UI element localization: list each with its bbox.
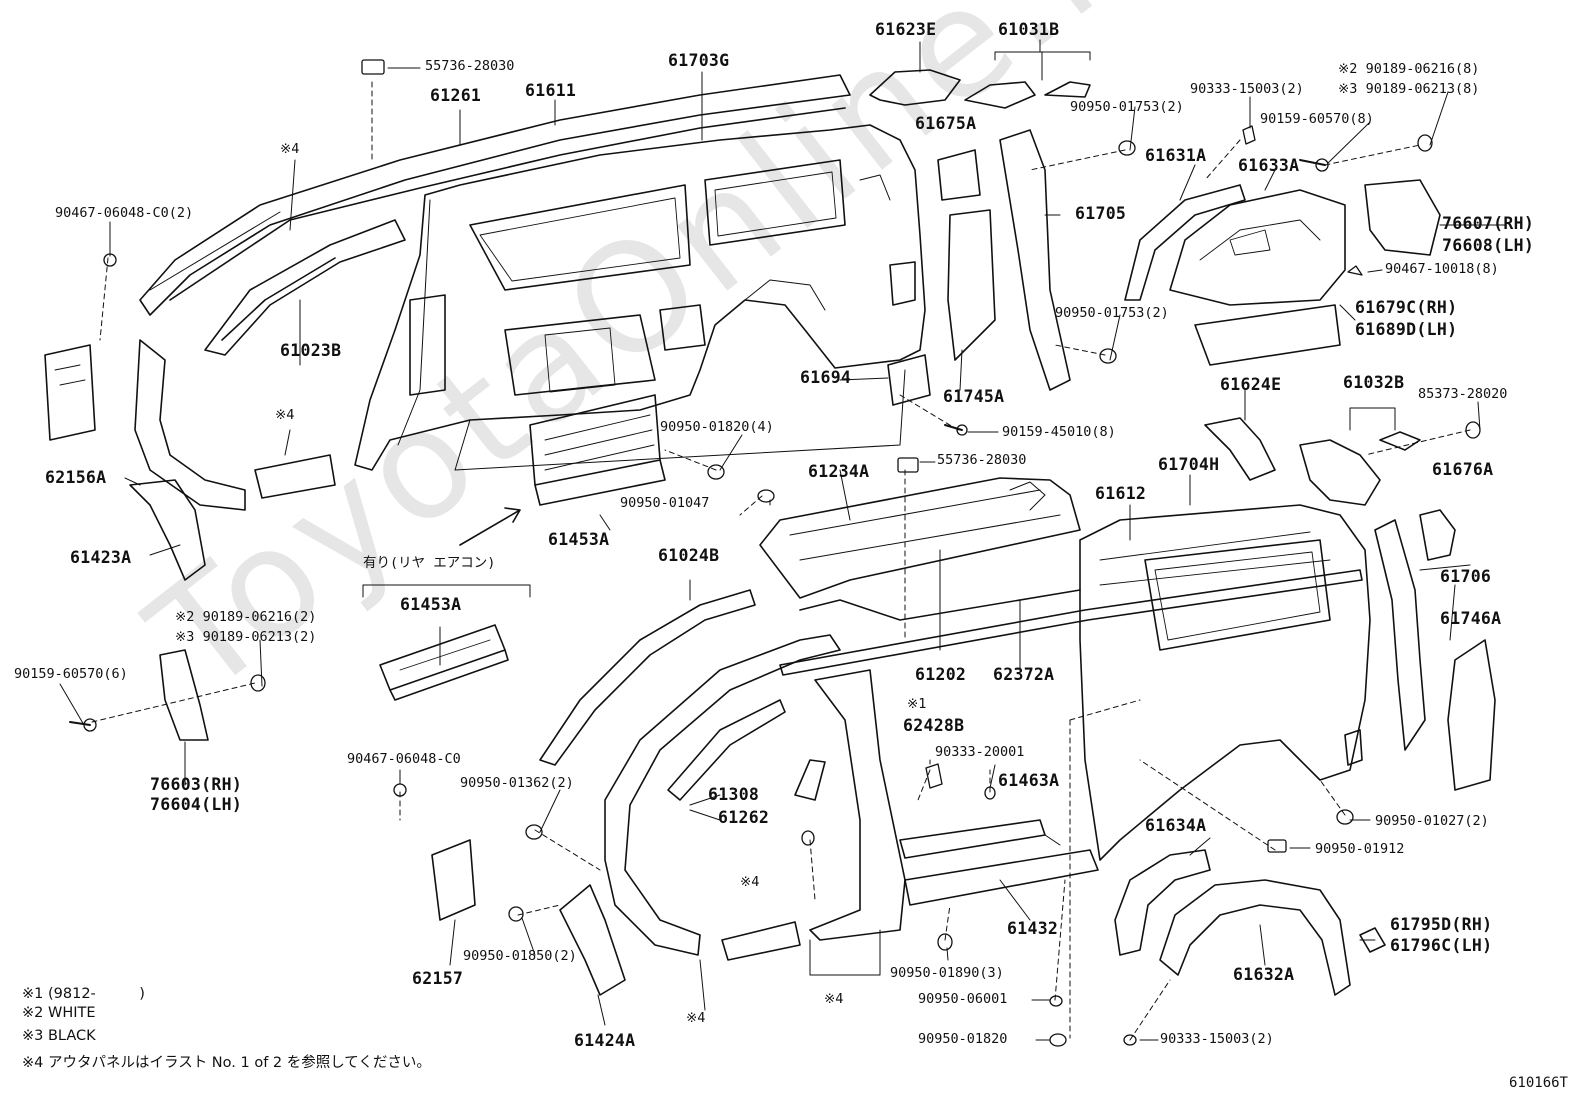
part-label-p90159_6570a: 90159-60570(8) — [1260, 111, 1374, 127]
part-label-p61023b: 61023B — [280, 341, 342, 360]
part-label-p61632a: 61632A — [1233, 965, 1295, 984]
part-label-p61623e: 61623E — [875, 20, 937, 39]
part-label-p76608: 76608(LH) — [1442, 236, 1535, 255]
part-label-p61746a: 61746A — [1440, 609, 1502, 628]
part-label-p90467a: 90467-06048-C0(2) — [55, 205, 194, 221]
aircon-label: 有り(リヤ エアコン) — [363, 555, 496, 571]
part-label-p61694: 61694 — [800, 368, 852, 387]
part-label-p61463a: 61463A — [998, 771, 1060, 790]
part-label-p85373: 85373-28020 — [1418, 386, 1508, 402]
part-label-p90333b: 90333-15003(2) — [1160, 1031, 1274, 1047]
part-label-p61234a: 61234A — [808, 462, 870, 481]
part-label-p55736b: 55736-28030 — [937, 452, 1027, 468]
part-label-star4c: ※4 — [740, 874, 760, 890]
part-label-p62428b: 62428B — [903, 716, 965, 735]
part-label-p55736a: 55736-28030 — [425, 58, 515, 74]
part-label-p90189d: ※3 90189-06213(2) — [175, 629, 317, 645]
part-label-star4b: ※4 — [275, 407, 295, 423]
part-label-p61031b: 61031B — [998, 20, 1060, 39]
part-label-p90189b: ※3 90189-06213(8) — [1338, 81, 1480, 97]
part-label-p61745a: 61745A — [943, 387, 1005, 406]
part-label-p61024b: 61024B — [658, 546, 720, 565]
part-label-p90950_1850: 90950-01850(2) — [463, 948, 577, 964]
part-label-star4e: ※4 — [686, 1010, 706, 1026]
part-label-p61262: 61262 — [718, 808, 770, 827]
part-label-star4d: ※4 — [824, 991, 844, 1007]
part-label-p61453a_2: 61453A — [400, 595, 462, 614]
part-label-p76603: 76603(RH) — [150, 775, 243, 794]
part-label-p61795d: 61795D(RH) — [1390, 915, 1493, 934]
part-label-p61703g: 61703G — [668, 51, 730, 70]
part-label-p61432: 61432 — [1007, 919, 1059, 938]
part-label-star4a: ※4 — [280, 141, 300, 157]
part-label-p61261: 61261 — [430, 86, 482, 105]
part-label-p76604: 76604(LH) — [150, 795, 243, 814]
part-label-p90950_1027: 90950-01027(2) — [1375, 813, 1489, 829]
part-label-p76607: 76607(RH) — [1442, 214, 1535, 233]
part-label-p61631a: 61631A — [1145, 146, 1207, 165]
part-label-p90950_1047: 90950-01047 — [620, 495, 710, 511]
part-label-p61032b: 61032B — [1343, 373, 1405, 392]
note-4: ※4 アウタパネルはイラスト No. 1 of 2 を参照してください。 — [22, 1055, 431, 1071]
part-label-p90333_20001: 90333-20001 — [935, 744, 1025, 760]
part-label-p90950_6001: 90950-06001 — [918, 991, 1008, 1007]
part-label-p61679c: 61679C(RH) — [1355, 298, 1458, 317]
part-label-p61423a: 61423A — [70, 548, 132, 567]
part-label-p61202: 61202 — [915, 665, 967, 684]
note-2: ※2 WHITE — [22, 1005, 96, 1021]
part-label-p90950_1912: 90950-01912 — [1315, 841, 1405, 857]
part-label-p90467_10018: 90467-10018(8) — [1385, 261, 1499, 277]
part-label-p61453a_1: 61453A — [548, 530, 610, 549]
part-label-p62156a: 62156A — [45, 468, 107, 487]
part-label-p61705: 61705 — [1075, 204, 1127, 223]
part-label-p90467b: 90467-06048-C0 — [347, 751, 461, 767]
part-label-p90950_1820b: 90950-01820 — [918, 1031, 1008, 1047]
part-label-p61611: 61611 — [525, 81, 577, 100]
part-label-p90159_45010: 90159-45010(8) — [1002, 424, 1116, 440]
part-label-p61633a: 61633A — [1238, 156, 1300, 175]
note-3: ※3 BLACK — [22, 1028, 96, 1044]
part-label-p90950_1820a: 90950-01820(4) — [660, 419, 774, 435]
part-label-p62372a: 62372A — [993, 665, 1055, 684]
part-label-p62157: 62157 — [412, 969, 464, 988]
part-label-p61308: 61308 — [708, 785, 760, 804]
part-label-p61675a: 61675A — [915, 114, 977, 133]
part-label-p90333a: 90333-15003(2) — [1190, 81, 1304, 97]
part-label-p61634a: 61634A — [1145, 816, 1207, 835]
part-label-p90950_1753a: 90950-01753(2) — [1070, 99, 1184, 115]
part-label-p61424a: 61424A — [574, 1031, 636, 1050]
part-label-p90950_1753b: 90950-01753(2) — [1055, 305, 1169, 321]
part-label-p61676a: 61676A — [1432, 460, 1494, 479]
part-label-p61704h: 61704H — [1158, 455, 1220, 474]
part-label-p90950_1890: 90950-01890(3) — [890, 965, 1004, 981]
diagram-code: 610166T — [1508, 1075, 1568, 1091]
part-label-p90189c: ※2 90189-06216(2) — [175, 609, 317, 625]
part-label-p61624e: 61624E — [1220, 375, 1282, 394]
part-label-p61689d: 61689D(LH) — [1355, 320, 1458, 339]
part-label-p61706: 61706 — [1440, 567, 1492, 586]
part-label-p90950_1362: 90950-01362(2) — [460, 775, 574, 791]
note-1: ※1 (9812- ) — [22, 986, 145, 1002]
part-label-star1: ※1 — [907, 696, 927, 712]
part-label-p61612: 61612 — [1095, 484, 1147, 503]
part-label-p90159_6570b: 90159-60570(6) — [14, 666, 128, 682]
part-label-p61796c: 61796C(LH) — [1390, 936, 1493, 955]
part-label-p90189a: ※2 90189-06216(8) — [1338, 61, 1480, 77]
